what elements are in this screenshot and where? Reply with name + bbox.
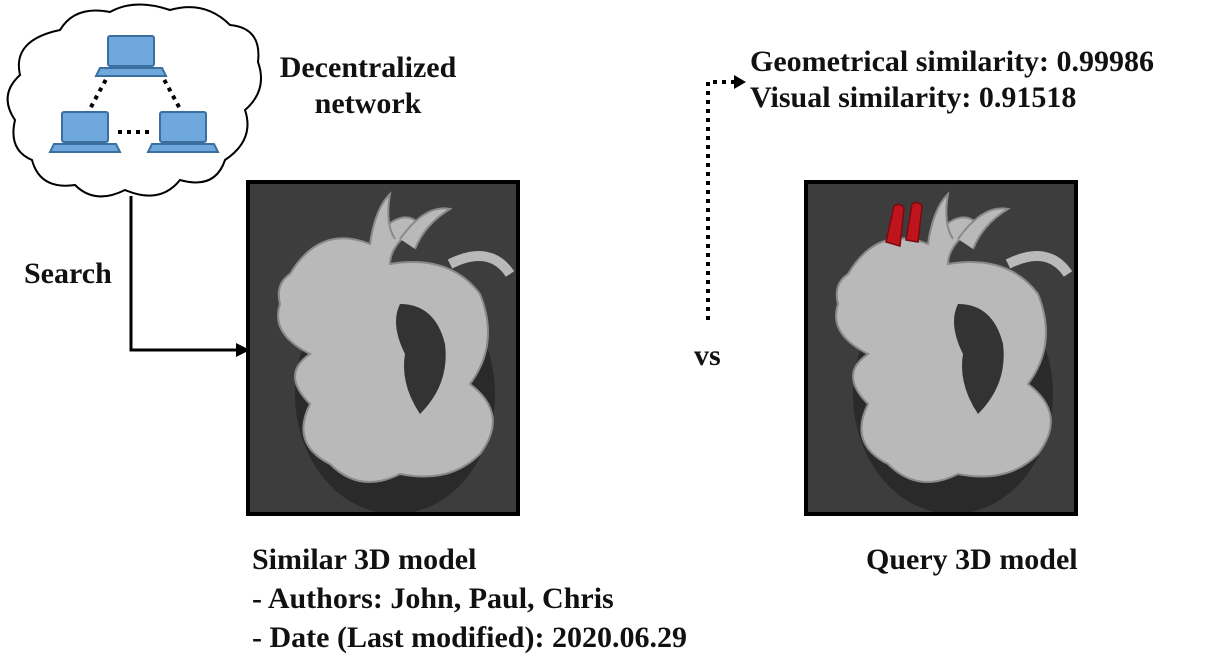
visual-similarity: Visual similarity: 0.91518 [750,81,1077,114]
network-label-line2: network [314,87,422,120]
similar-model-date: - Date (Last modified): 2020.06.29 [252,621,687,654]
arrow-head-icon [734,75,746,89]
vs-label: vs [694,339,721,372]
network-label: Decentralized network [272,50,464,122]
network-label-line1: Decentralized [279,51,457,84]
similar-model-caption: Similar 3D model - Authors: John, Paul, … [252,540,687,657]
query-model-image [804,180,1078,516]
arrow-head-icon [236,343,250,357]
geometrical-similarity: Geometrical similarity: 0.99986 [750,45,1155,78]
similarity-scores: Geometrical similarity: 0.99986 Visual s… [750,44,1154,116]
query-model-title: Query 3D model [866,543,1078,576]
similar-model-title: Similar 3D model [252,543,477,576]
similar-model-image [246,180,520,516]
laptop-icon [94,35,168,77]
modified-horns [885,201,923,247]
search-arrow [129,196,250,357]
search-label: Search [24,257,112,290]
dragon-render [277,191,515,512]
laptop-icon [146,111,220,153]
similar-model-authors: - Authors: John, Paul, Chris [252,582,614,615]
laptop-icon [48,111,122,153]
comparison-arrow [706,75,746,320]
dragon-render [835,191,1073,512]
decentralized-network-cloud [6,3,262,198]
